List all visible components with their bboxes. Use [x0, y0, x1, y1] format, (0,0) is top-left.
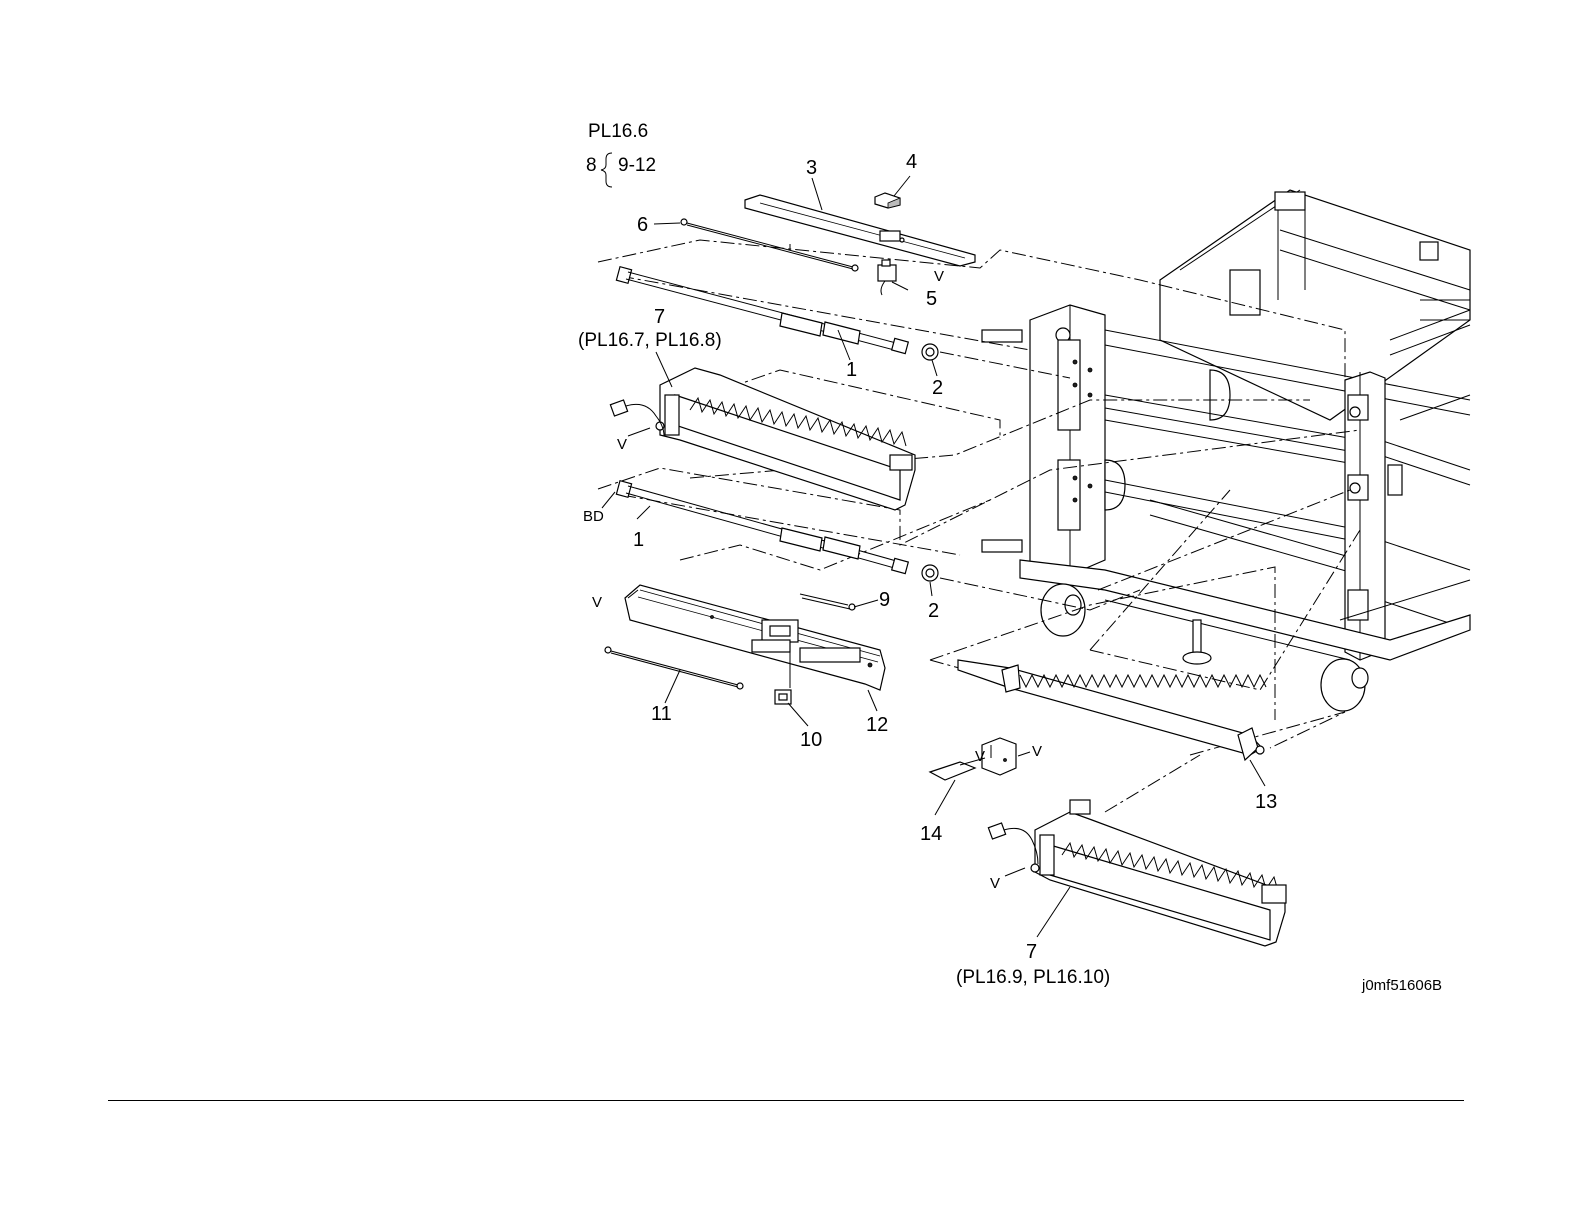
- callout-2-lower: 2: [928, 600, 939, 622]
- callout-4: 4: [906, 151, 917, 173]
- marker-bd: BD: [583, 508, 604, 525]
- callout-7-upper: 7: [654, 306, 665, 328]
- callout-13: 13: [1255, 791, 1277, 813]
- part-7-guide-upper: [610, 368, 915, 510]
- part-2-bearing-upper: [922, 344, 938, 360]
- callout-3: 3: [806, 157, 817, 179]
- callout-12: 12: [866, 714, 888, 736]
- marker-v-3: V: [592, 594, 602, 611]
- figure-id: j0mf51606B: [1361, 977, 1442, 994]
- part-9-pin: [800, 594, 855, 610]
- callout-2-upper: 2: [932, 377, 943, 399]
- part-14-plate: [930, 738, 1016, 780]
- footer-divider: [108, 1100, 1464, 1101]
- part-2-bearing-lower: [922, 565, 938, 581]
- marker-v-1: V: [934, 268, 944, 285]
- part-12-chute: [625, 585, 885, 690]
- callout-9: 9: [879, 589, 890, 611]
- group-index: 8: [586, 155, 597, 176]
- group-range: 9-12: [618, 155, 656, 176]
- callout-1-lower: 1: [633, 529, 644, 551]
- callout-5: 5: [926, 288, 937, 310]
- callout-1-upper: 1: [846, 359, 857, 381]
- marker-v-5: V: [1032, 743, 1042, 760]
- marker-v-6: V: [990, 875, 1000, 892]
- main-frame: [982, 190, 1470, 711]
- part-7-guide-lower: [988, 800, 1286, 946]
- marker-v-2: V: [617, 436, 627, 453]
- callout-7-upper-ref: (PL16.7, PL16.8): [578, 330, 722, 351]
- marker-v-4: V: [975, 748, 985, 765]
- brace-icon: [601, 153, 612, 187]
- callout-14: 14: [920, 823, 942, 845]
- plate-label: PL16.6: [588, 121, 648, 142]
- callout-10: 10: [800, 729, 822, 751]
- callout-11: 11: [651, 703, 672, 725]
- part-3-bracket: [745, 195, 975, 266]
- callout-6: 6: [637, 214, 648, 236]
- callout-7-lower: 7: [1026, 941, 1037, 963]
- part-4-block: [875, 193, 900, 208]
- callout-7-lower-ref: (PL16.9, PL16.10): [956, 967, 1110, 988]
- part-5-sensor: [878, 260, 896, 295]
